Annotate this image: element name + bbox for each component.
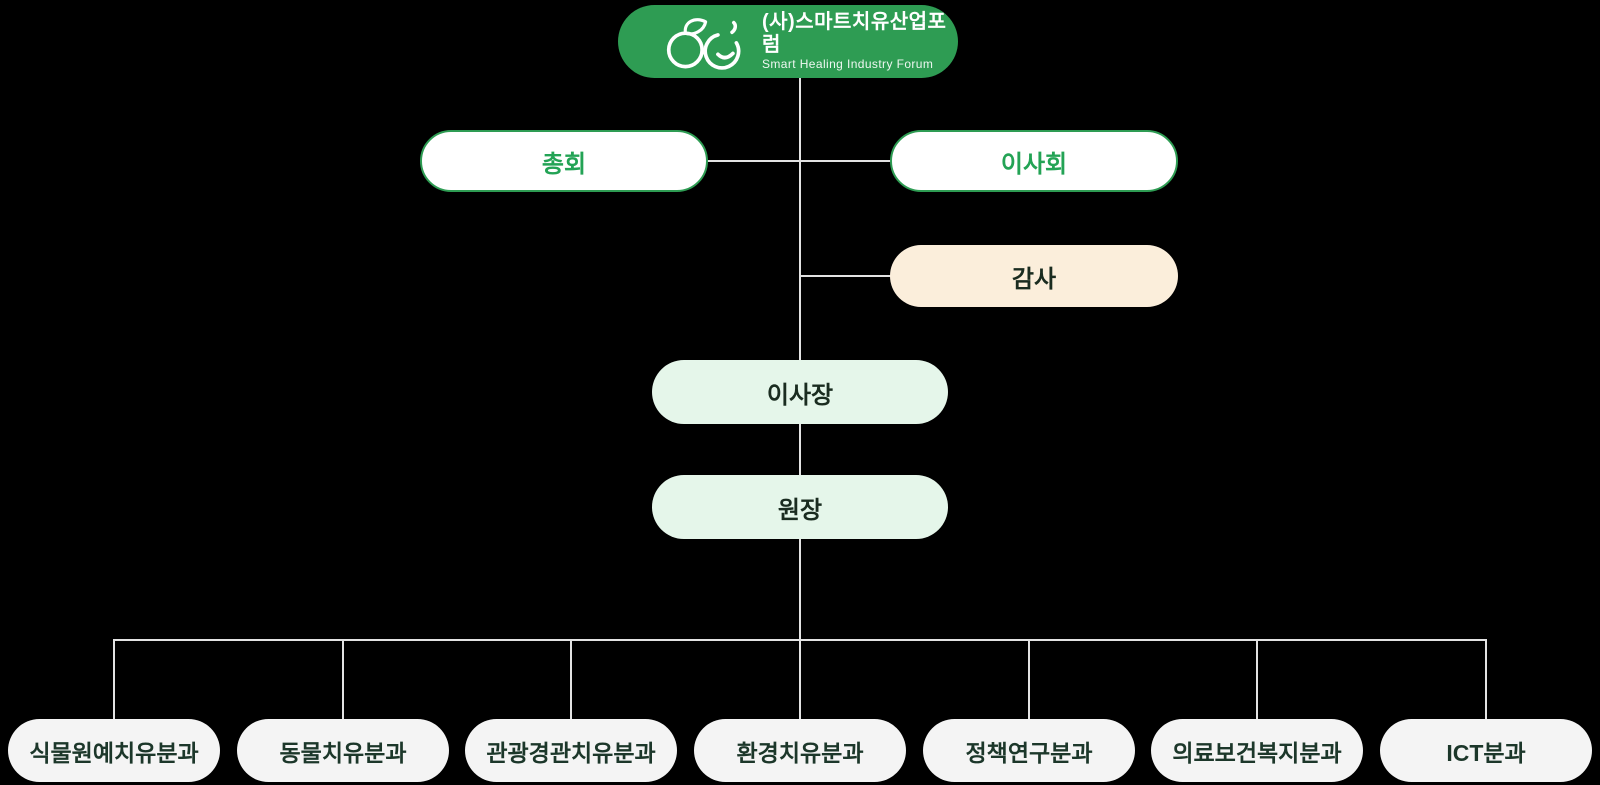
org-name-block: (사)스마트치유산업포럼 Smart Healing Industry Foru… xyxy=(762,11,958,72)
node-general-assembly: 총회 xyxy=(420,130,708,192)
node-label: 의료보건복지분과 xyxy=(1172,739,1342,766)
connector-line xyxy=(800,275,892,277)
connector-line xyxy=(1256,639,1258,720)
node-label: 감사 xyxy=(1011,265,1057,293)
node-division-policy-research: 정책연구분과 xyxy=(923,719,1135,782)
node-label: 정책연구분과 xyxy=(965,739,1093,766)
node-label: 원장 xyxy=(777,496,823,524)
connector-line xyxy=(799,539,801,640)
node-label: 식물원예치유분과 xyxy=(29,739,199,766)
connector-line xyxy=(342,639,344,720)
node-organization-root: (사)스마트치유산업포럼 Smart Healing Industry Foru… xyxy=(618,5,958,78)
connector-line xyxy=(1028,639,1030,720)
connector-line xyxy=(799,424,801,476)
node-board-of-directors: 이사회 xyxy=(890,130,1178,192)
connector-line xyxy=(799,78,801,361)
node-division-tourism-landscape: 관광경관치유분과 xyxy=(465,719,677,782)
node-division-environment-healing: 환경치유분과 xyxy=(694,719,906,782)
leaf-smile-logo-icon xyxy=(666,17,741,70)
node-label: 이사회 xyxy=(1000,150,1068,178)
node-auditor: 감사 xyxy=(890,245,1178,307)
node-label: 동물치유분과 xyxy=(279,739,407,766)
org-name-korean: (사)스마트치유산업포럼 xyxy=(762,11,947,57)
node-label: 관광경관치유분과 xyxy=(486,739,656,766)
connector-line xyxy=(113,639,115,720)
node-division-ict: ICT분과 xyxy=(1380,719,1592,782)
node-label: 총회 xyxy=(541,150,587,178)
node-division-plant-horticulture: 식물원예치유분과 xyxy=(8,719,220,782)
connector-line xyxy=(799,639,801,720)
node-label: 환경치유분과 xyxy=(736,739,864,766)
connector-line xyxy=(706,160,892,162)
node-label: 이사장 xyxy=(766,381,834,409)
node-label: ICT분과 xyxy=(1446,739,1526,766)
node-division-animal-healing: 동물치유분과 xyxy=(237,719,449,782)
node-director: 원장 xyxy=(652,475,948,539)
connector-line xyxy=(1485,639,1487,720)
org-name-english: Smart Healing Industry Forum xyxy=(762,57,934,72)
node-chairman: 이사장 xyxy=(652,360,948,424)
connector-line xyxy=(570,639,572,720)
node-division-medical-health-welfare: 의료보건복지분과 xyxy=(1151,719,1363,782)
